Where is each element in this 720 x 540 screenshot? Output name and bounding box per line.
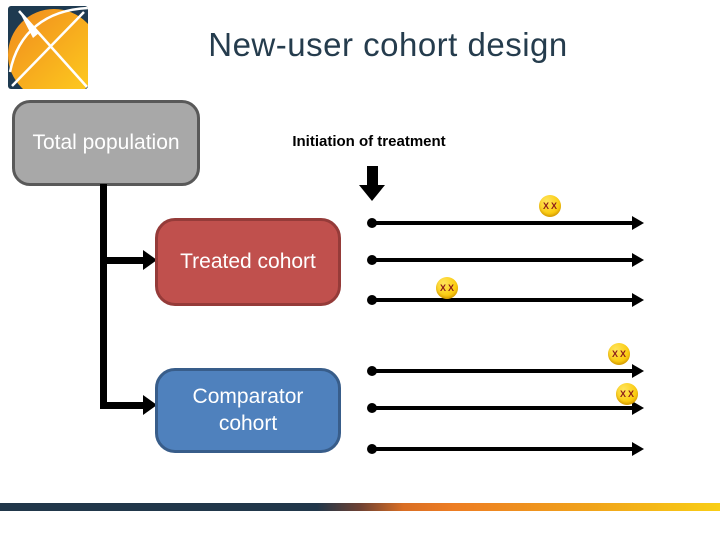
comparator-timeline-2: [367, 401, 644, 415]
branch-to-treated-arrowhead-icon: [143, 250, 157, 270]
branch-to-treated-line: [100, 257, 144, 264]
treated-cohort-box: Treated cohort: [155, 218, 341, 306]
branch-to-comparator-arrowhead-icon: [143, 395, 157, 415]
total-population-label: Total population: [32, 130, 180, 154]
total-population-box: Total population: [12, 100, 200, 186]
treated-cohort-label: Treated cohort: [180, 249, 316, 273]
treated-timeline-1: [367, 216, 644, 230]
treated-timeline-2: [367, 253, 644, 267]
population-branch-line: [100, 184, 107, 409]
event-marker: XX: [608, 343, 630, 365]
branch-to-comparator-line: [100, 402, 144, 409]
down-arrow-head-icon: [359, 185, 385, 201]
down-arrow-icon: [367, 166, 378, 186]
comparator-timeline-1: [367, 364, 644, 378]
slide-title: New-user cohort design: [208, 26, 568, 63]
comparator-cohort-label: Comparator cohort: [192, 385, 304, 435]
footer-accent-bar: [0, 503, 720, 511]
event-marker: XX: [539, 195, 561, 217]
comparator-timeline-3: [367, 442, 644, 456]
event-marker: XX: [436, 277, 458, 299]
compass-logo-icon: [8, 6, 88, 89]
comparator-cohort-box: Comparator cohort: [155, 368, 341, 453]
event-marker: XX: [616, 383, 638, 405]
initiation-of-treatment-label: Initiation of treatment: [292, 133, 446, 150]
treated-timeline-3: [367, 293, 644, 307]
org-logo: [8, 6, 88, 89]
